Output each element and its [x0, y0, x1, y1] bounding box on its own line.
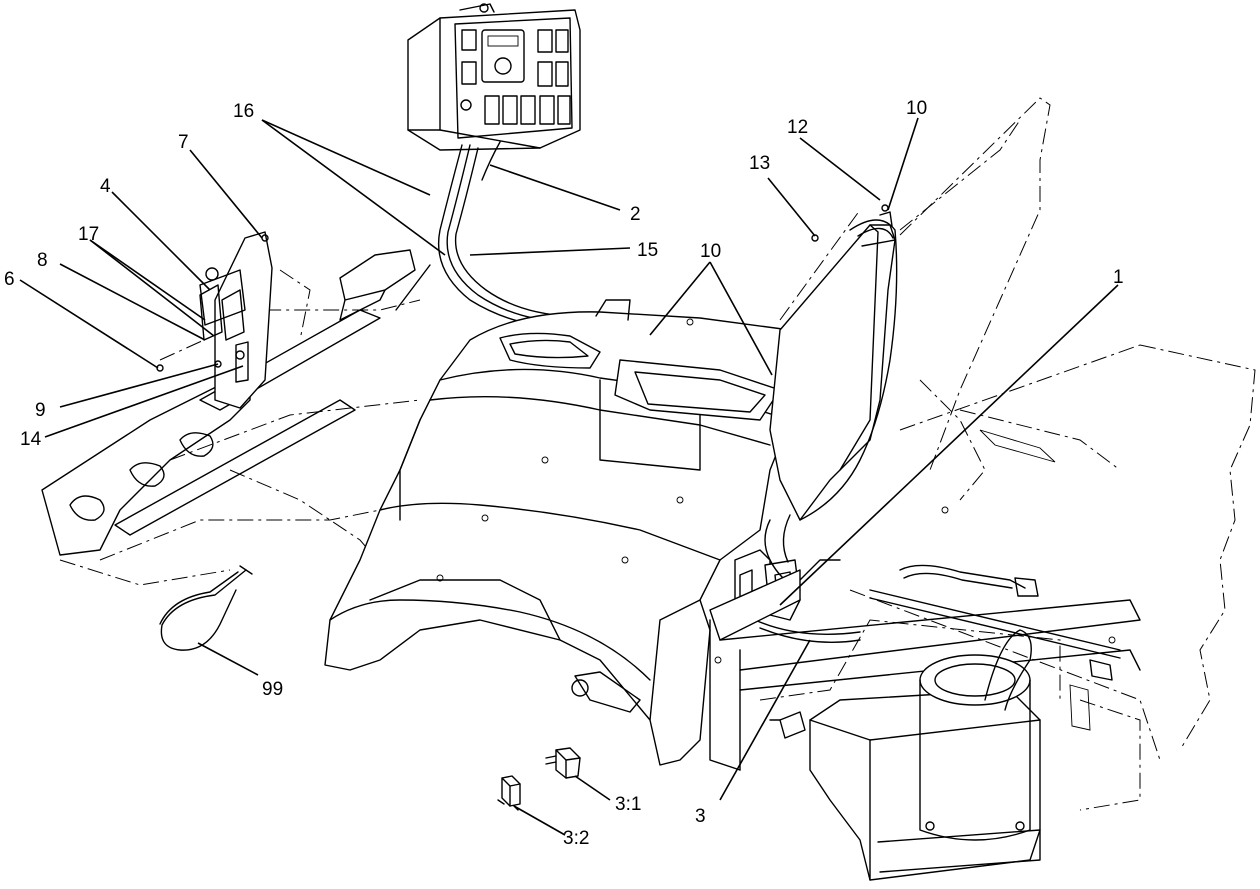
callout-13: 13 — [749, 153, 770, 174]
callout-15: 15 — [637, 240, 658, 261]
frame-rail — [709, 506, 1141, 771]
seat-back-panel — [779, 97, 1051, 501]
relay-part — [545, 747, 581, 779]
callouts: 16 7 4 17 8 6 9 14 2 15 10 13 12 10 1 99… — [4, 98, 1124, 849]
seat-frame — [769, 204, 898, 521]
callout-10-middle: 10 — [700, 241, 721, 262]
mounting-bracket — [156, 231, 273, 409]
callout-12: 12 — [787, 117, 808, 138]
callout-3: 3 — [695, 806, 706, 827]
fuse-part — [497, 775, 521, 811]
callout-16: 16 — [233, 101, 254, 122]
callout-1: 1 — [1113, 267, 1124, 288]
small-bracket — [339, 249, 431, 321]
cable-tie — [159, 565, 253, 651]
callout-9: 9 — [35, 400, 46, 421]
callout-6: 6 — [4, 269, 15, 290]
callout-3-2: 3:2 — [563, 828, 589, 849]
callout-2: 2 — [630, 204, 641, 225]
callout-4: 4 — [100, 176, 111, 197]
callout-17: 17 — [78, 224, 99, 245]
right-floor-panel — [849, 344, 1256, 811]
motor-assembly — [759, 619, 1061, 881]
callout-8: 8 — [37, 250, 48, 271]
leader-lines — [19, 117, 1119, 836]
fender-body — [324, 299, 801, 766]
callout-10-top: 10 — [906, 98, 927, 119]
callout-7: 7 — [178, 132, 189, 153]
callout-3-1: 3:1 — [615, 794, 641, 815]
callout-99: 99 — [262, 679, 283, 700]
callout-14: 14 — [20, 429, 42, 450]
left-side-panel — [41, 269, 421, 586]
control-box — [407, 3, 581, 151]
